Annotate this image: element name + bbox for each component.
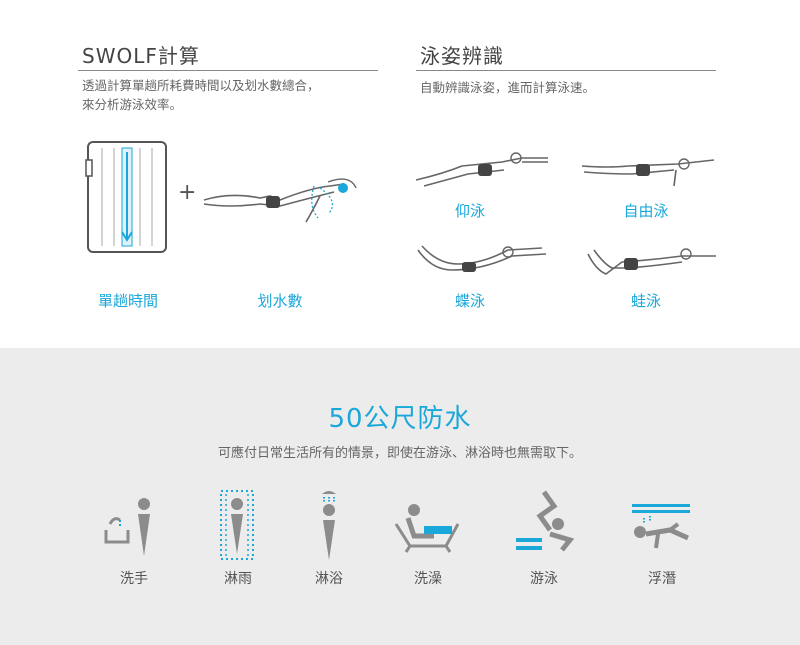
- activity-label-rain: 淋雨: [224, 571, 252, 587]
- freestyle-swimmer-icon: [581, 158, 715, 187]
- activity-label-bathtub: 洗澡: [414, 571, 442, 587]
- pool-lane-icon: [85, 141, 167, 253]
- activity-label-snorkeling: 浮潛: [648, 571, 676, 587]
- swolf-title: SWOLF計算: [82, 44, 200, 68]
- rain-icon: [220, 490, 254, 560]
- breaststroke-swimmer-icon: [587, 248, 716, 275]
- butterfly-swimmer-icon: [417, 245, 547, 272]
- stroke-label-breaststroke: 蛙泳: [630, 292, 661, 310]
- stroke-label-butterfly: 蝶泳: [454, 292, 485, 310]
- swolf-divider: [78, 70, 378, 71]
- stroke-recognition-divider: [416, 70, 716, 71]
- swolf-description: 透過計算單趟所耗費時間以及划水數總合， 來分析游泳效率。: [82, 76, 320, 114]
- snorkeling-icon: [632, 504, 690, 549]
- stroke-label-backstroke: 仰泳: [454, 202, 485, 220]
- plus-sign: +: [178, 180, 197, 205]
- stroke-label-freestyle: 自由泳: [623, 202, 669, 220]
- waterproof-section: [0, 348, 800, 645]
- stroke-count-label: 划水數: [257, 292, 303, 310]
- waterproof-description: 可應付日常生活所有的情景，即使在游泳、淋浴時也無需取下。: [217, 446, 582, 461]
- swolf-description-line2: 來分析游泳效率。: [82, 97, 183, 112]
- stroke-swimmer-icon: [203, 178, 357, 223]
- activity-label-shower: 淋浴: [315, 571, 343, 587]
- waterproof-title: 50公尺防水: [328, 404, 472, 434]
- swimming-icon: [516, 490, 575, 552]
- activity-label-swimming: 游泳: [530, 571, 558, 587]
- lap-time-label: 單趟時間: [97, 292, 158, 310]
- shower-icon: [322, 491, 336, 560]
- stroke-recognition-title: 泳姿辨識: [420, 44, 504, 68]
- stroke-recognition-description: 自動辨識泳姿，進而計算泳速。: [420, 80, 596, 95]
- backstroke-swimmer-icon: [415, 152, 548, 187]
- activity-label-hand-washing: 洗手: [120, 571, 148, 587]
- bathtub-icon: [394, 504, 460, 553]
- swolf-description-line1: 透過計算單趟所耗費時間以及划水數總合，: [82, 78, 320, 93]
- hand-washing-icon: [104, 498, 150, 556]
